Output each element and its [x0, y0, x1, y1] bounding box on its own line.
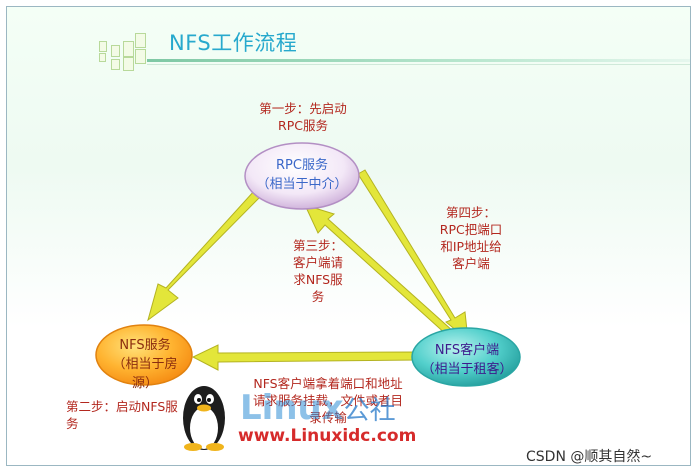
client-node-label: NFS客户端 （相当于租客） — [418, 341, 516, 379]
client-node-name: NFS客户端 — [434, 343, 500, 358]
tux-logo — [183, 386, 225, 451]
decorative-square — [99, 41, 107, 52]
step1-label: 第一步：先启动 RPC服务 — [259, 101, 347, 133]
step3-label: 第三步： 客户端请 求NFS服 务 — [292, 238, 343, 304]
step2-label: 第二步：启动NFS服 务 — [66, 399, 178, 431]
rpc-service-node — [244, 142, 360, 210]
server-node-note: （相当于房源） — [112, 357, 178, 391]
rpc-node-note: （相当于中介） — [256, 177, 348, 192]
nfs-client-node — [411, 327, 521, 387]
server-node-label: NFS服务 （相当于房源） — [104, 336, 186, 393]
decorative-square — [123, 57, 134, 71]
diagram-frame: NFS工作流程 — [6, 6, 691, 466]
decorative-square — [135, 33, 146, 48]
watermark-brand: Linux — [240, 388, 344, 428]
nfs-server-node — [95, 324, 193, 386]
title-underline — [147, 59, 690, 62]
decorative-square — [111, 59, 120, 70]
rpc-node-label: RPC服务 （相当于中介） — [252, 156, 352, 194]
decorative-square — [123, 41, 134, 57]
arrow-client-to-server — [191, 344, 419, 371]
transfer-label: NFS客户端拿着端口和地址 请求服务挂载，文件或者目 录传输 — [252, 376, 403, 425]
watermark-url: www.Linuxidc.com — [238, 426, 417, 446]
linux-watermark-brand: Linux公社 — [240, 388, 396, 428]
decorative-square — [99, 53, 106, 62]
decorative-square — [111, 45, 120, 57]
arrow-rpc-to-client — [357, 169, 469, 342]
arrow-rpc-to-server — [147, 189, 262, 322]
decorative-square — [135, 49, 146, 64]
title-underline-thin — [147, 64, 690, 65]
step4-label: 第四步： RPC把端口 和IP地址给 客户端 — [439, 205, 503, 271]
csdn-credit: CSDN @顺其自然~ — [526, 449, 653, 465]
arrow-client-to-rpc — [304, 204, 455, 337]
watermark-brand-suffix: 公社 — [343, 396, 396, 426]
page-title: NFS工作流程 — [169, 31, 298, 55]
rpc-node-name: RPC服务 — [276, 158, 328, 173]
server-node-name: NFS服务 — [119, 338, 171, 353]
client-node-note: （相当于租客） — [421, 362, 513, 377]
